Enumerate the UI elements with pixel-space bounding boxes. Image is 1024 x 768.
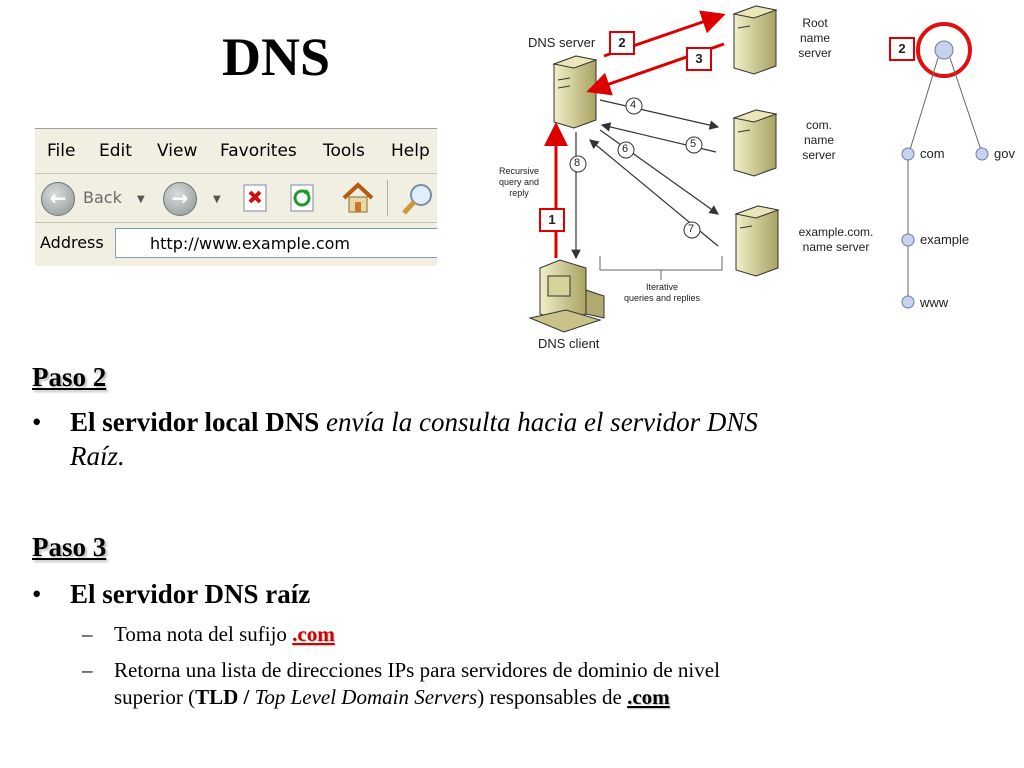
dash-marker: – bbox=[82, 658, 93, 682]
dns-server-label: DNS server bbox=[528, 35, 596, 50]
local-dns-server-icon bbox=[552, 55, 598, 129]
arrow-step-4 bbox=[599, 99, 720, 130]
root-highlight-circle bbox=[916, 22, 972, 78]
tree-node-example bbox=[901, 233, 915, 247]
step-number-8: 8 bbox=[574, 157, 581, 169]
dns-client-label: DNS client bbox=[538, 336, 600, 351]
paso-2-bold-text: El servidor local DNS bbox=[70, 407, 320, 437]
sub-2-end-com: .com bbox=[627, 685, 670, 709]
tree-edge-root-gov bbox=[949, 57, 983, 154]
example-server-icon bbox=[734, 205, 780, 277]
back-dropdown-icon[interactable]: ▼ bbox=[137, 194, 145, 205]
back-label[interactable]: Back bbox=[83, 188, 122, 207]
tree-label-gov: gov bbox=[994, 146, 1015, 161]
step-circle-7 bbox=[683, 221, 701, 239]
forward-arrow-icon[interactable]: → bbox=[163, 182, 197, 216]
step-circle-6 bbox=[617, 141, 635, 159]
dns-client-computer-icon bbox=[528, 259, 605, 333]
step-circle-4 bbox=[625, 97, 643, 115]
tree-node-root bbox=[934, 40, 954, 60]
menu-help[interactable]: Help bbox=[391, 141, 430, 161]
root-server-label: Root name server bbox=[798, 16, 832, 60]
sub-2-post: ) responsables de bbox=[477, 685, 622, 709]
browser-menubar: File Edit View Favorites Tools Help bbox=[35, 129, 437, 174]
step-circle-5 bbox=[685, 136, 703, 154]
paso-3-bold-text: El servidor DNS raíz bbox=[70, 579, 311, 609]
step-circle-8 bbox=[569, 155, 587, 173]
menu-favorites[interactable]: Favorites bbox=[220, 141, 297, 161]
toolbar-divider bbox=[387, 180, 388, 216]
stop-icon[interactable] bbox=[241, 183, 271, 213]
tree-label-www: www bbox=[920, 295, 949, 310]
sub-2-line-1: Retorna una lista de direcciones IPs par… bbox=[114, 658, 720, 682]
step-number-6: 6 bbox=[622, 143, 629, 155]
step-number-5: 5 bbox=[690, 138, 697, 150]
red-step-box-1: 1 bbox=[539, 208, 565, 232]
paso-2-italic-text: envía la consulta hacia el servidor DNS bbox=[326, 407, 758, 437]
menu-view[interactable]: View bbox=[157, 141, 198, 161]
arrow-step-6 bbox=[599, 129, 719, 215]
browser-addressbar: Address http://www.example.com bbox=[35, 223, 437, 266]
tree-edge-root-com bbox=[908, 57, 939, 154]
root-server-icon bbox=[732, 5, 778, 75]
bullet-marker: • bbox=[32, 407, 42, 437]
tree-label-example: example bbox=[920, 232, 970, 247]
sub-2-italic: Top Level Domain Servers bbox=[254, 685, 478, 709]
sub-1-text: Toma nota del sufijo bbox=[114, 622, 287, 646]
address-input[interactable]: http://www.example.com bbox=[115, 228, 437, 258]
back-arrow-icon[interactable]: ← bbox=[41, 182, 75, 216]
menu-tools[interactable]: Tools bbox=[323, 141, 365, 161]
slide-title: DNS bbox=[222, 27, 331, 87]
iterative-bracket bbox=[599, 256, 723, 271]
sub-2-pre: superior ( bbox=[114, 685, 196, 709]
browser-toolbar: ← Back ▼ → ▼ bbox=[35, 174, 437, 223]
browser-screenshot: File Edit View Favorites Tools Help ← Ba… bbox=[35, 128, 437, 266]
menu-edit[interactable]: Edit bbox=[99, 141, 132, 161]
com-server-label: com. name server bbox=[802, 118, 836, 162]
bullet-marker: • bbox=[32, 579, 42, 609]
sub-1-red-com: .com bbox=[292, 622, 335, 646]
step-number-7: 7 bbox=[688, 223, 695, 235]
tree-label-com: com bbox=[920, 146, 945, 161]
address-label: Address bbox=[40, 233, 104, 252]
paso-2-heading: Paso 2 bbox=[32, 362, 107, 392]
paso-2-italic-text-cont: Raíz. bbox=[70, 441, 125, 471]
red-step-box-3: 3 bbox=[686, 47, 712, 71]
refresh-icon[interactable] bbox=[288, 183, 318, 213]
search-icon[interactable] bbox=[399, 182, 435, 216]
red-step-box-tree: 2 bbox=[889, 37, 915, 61]
tree-node-www bbox=[901, 295, 915, 309]
tree-node-gov bbox=[975, 147, 989, 161]
tree-node-com bbox=[901, 147, 915, 161]
iterative-label: Iterative queries and replies bbox=[623, 282, 701, 303]
sub-2-bold: TLD / bbox=[195, 685, 250, 709]
paso-3-heading: Paso 3 bbox=[32, 532, 107, 562]
example-server-label: example.com. name server bbox=[798, 225, 874, 254]
home-icon[interactable] bbox=[340, 181, 376, 215]
com-server-icon bbox=[732, 109, 778, 177]
red-step-box-2: 2 bbox=[609, 31, 635, 55]
step-number-4: 4 bbox=[630, 99, 637, 111]
menu-file[interactable]: File bbox=[47, 141, 76, 161]
dash-marker: – bbox=[82, 622, 93, 646]
recursive-label: Recursive query and reply bbox=[498, 166, 540, 198]
forward-dropdown-icon[interactable]: ▼ bbox=[213, 194, 221, 205]
